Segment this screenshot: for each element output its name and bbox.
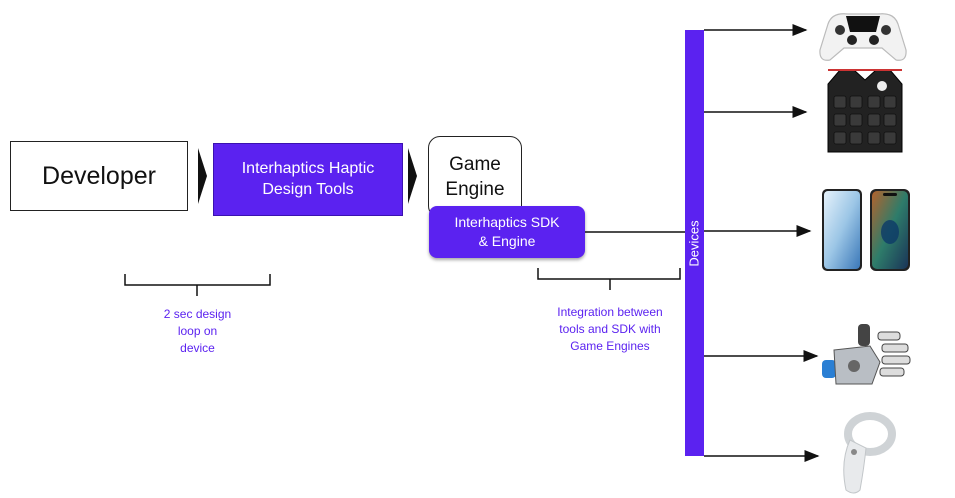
design-tools-label-line2: Design Tools — [262, 180, 354, 198]
sdk-label-line2: & Engine — [478, 233, 536, 249]
integration-bracket — [537, 268, 681, 290]
integration-note-line2: tools and SDK with — [559, 321, 661, 336]
devices-label-wrap: Devices — [685, 30, 704, 456]
design-tools-box: Interhaptics Haptic Design Tools — [213, 143, 403, 216]
sdk-label-line1: Interhaptics SDK — [454, 214, 560, 231]
haptic-glove-icon — [822, 324, 911, 385]
integration-note-line1: Integration between — [557, 305, 663, 319]
design-tools-label-line1: Interhaptics Haptic — [241, 159, 375, 177]
design-loop-note: 2 sec design loop on device — [140, 306, 255, 356]
design-loop-note-line1: 2 sec design — [163, 307, 232, 321]
design-loop-note-line3: device — [180, 340, 215, 355]
developer-label: Developer — [42, 161, 156, 190]
devices-label: Devices — [687, 219, 702, 267]
devices-bar — [685, 30, 704, 456]
chevron-arrow-2 — [408, 148, 417, 204]
game-engine-box: Game Engine — [428, 136, 522, 218]
design-loop-bracket — [124, 274, 271, 296]
design-loop-note-line2: loop on — [177, 323, 218, 338]
developer-box: Developer — [10, 141, 188, 211]
haptic-vest-icon — [827, 69, 903, 153]
gamepad-icon — [819, 13, 907, 61]
integration-note: Integration between tools and SDK with G… — [530, 304, 690, 354]
smartphones-icon — [822, 189, 910, 271]
integration-note-line3: Game Engines — [570, 338, 650, 353]
vr-controller-icon — [843, 412, 896, 494]
game-engine-label-line2: Engine — [445, 178, 505, 200]
sdk-engine-box: Interhaptics SDK & Engine — [429, 206, 585, 258]
chevron-arrow-1 — [198, 148, 207, 204]
game-engine-label-line1: Game — [449, 154, 501, 175]
